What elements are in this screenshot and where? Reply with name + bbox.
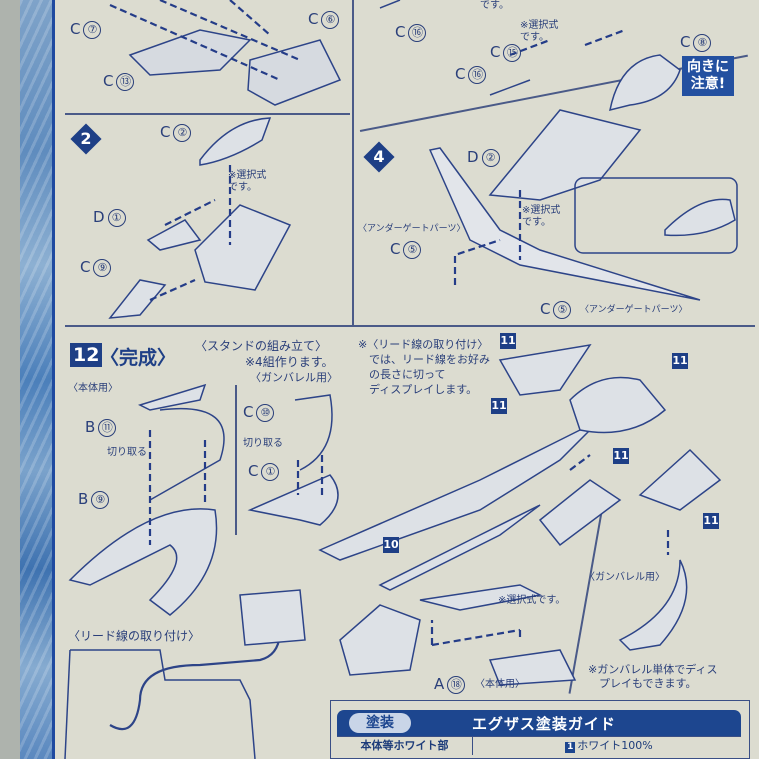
gunbarrel-label: 〈ガンバレル用〉 — [250, 371, 338, 384]
paint-guide-title: エグザス塗装ガイド — [472, 715, 616, 733]
select-note: ※選択式です。 — [498, 595, 566, 606]
part-tag-11: 11 — [491, 398, 507, 414]
body-label: 〈本体用〉 — [68, 383, 118, 394]
step-12-title: 〈完成〉 — [100, 347, 177, 369]
paint-guide-header: 塗装 エグザス塗装ガイド — [337, 710, 741, 736]
divider — [65, 113, 350, 115]
part-tag-10: 10 — [383, 537, 399, 553]
stand-assembly-title: 〈スタンドの組み立て〉 — [195, 339, 328, 353]
manual-cover-edge — [20, 0, 54, 759]
step-12-marker: 12 — [70, 343, 103, 367]
stand-count-note: ※4組作ります。 — [245, 355, 334, 369]
cut-label: 切り取る — [243, 438, 283, 449]
divider — [65, 325, 755, 327]
step-4-marker: 4 — [363, 141, 395, 173]
lead-wire-note: ※〈リード線の取り付け〉 では、リード線をお好み の長さに切って ディスプレイし… — [358, 338, 490, 396]
orientation-warning-badge: 向きに 注意! — [682, 56, 734, 96]
paint-part-cell: 本体等ホワイト部 — [337, 737, 473, 755]
gunbarrel-solo-note: ※ガンバレル単体でディス プレイもできます。 — [588, 663, 718, 690]
gunbarrel-use-label: 〈ガンバレル用〉 — [585, 572, 665, 583]
select-note: ※選択式 です。 — [228, 170, 267, 193]
under-gate-label: 〈アンダーゲートパーツ〉 — [358, 224, 466, 234]
body-use-label: 〈本体用〉 — [475, 679, 525, 690]
step-2-marker: 2 — [70, 123, 102, 155]
select-note: です。 — [480, 0, 509, 11]
part-tag-11: 11 — [672, 353, 688, 369]
under-gate-label: 〈アンダーゲートパーツ〉 — [580, 305, 688, 315]
paint-pill: 塗装 — [349, 713, 411, 733]
part-tag-11: 11 — [613, 448, 629, 464]
cut-label: 切り取る — [107, 447, 147, 458]
divider — [352, 0, 354, 325]
part-tag-11: 11 — [500, 333, 516, 349]
divider — [235, 385, 237, 535]
lead-wire-attach-title: 〈リード線の取り付け〉 — [68, 629, 201, 643]
select-note: ※選択式 です。 — [520, 20, 559, 43]
background-surface — [0, 0, 22, 759]
part-tag-11: 11 — [703, 513, 719, 529]
manual-binding-line — [52, 0, 55, 759]
select-note: ※選択式 です。 — [522, 205, 561, 228]
